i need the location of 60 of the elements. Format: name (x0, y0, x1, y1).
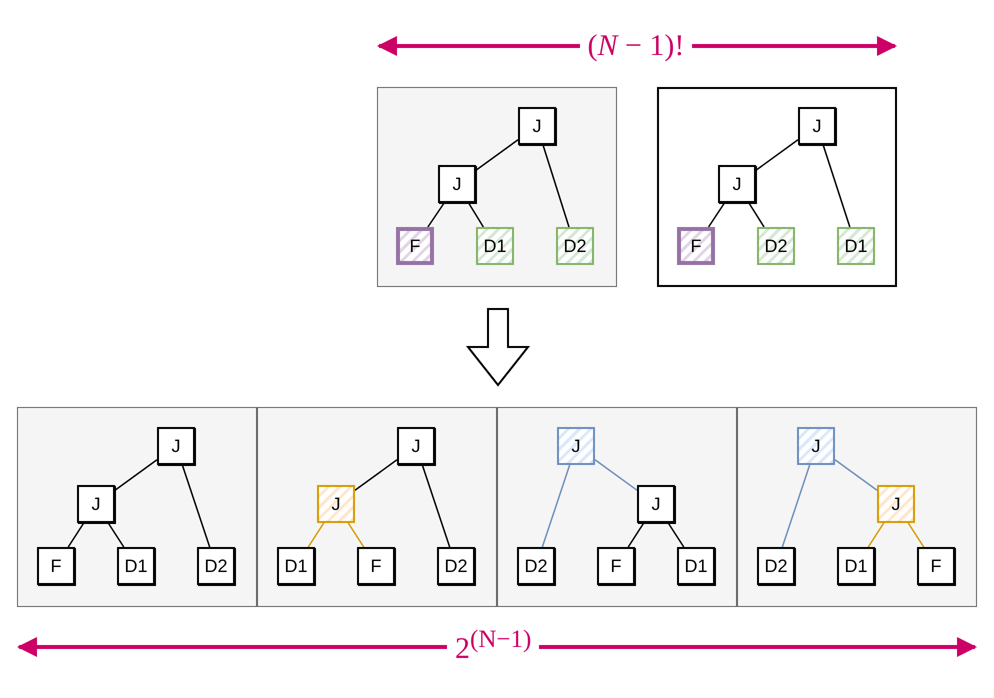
tree-edge (348, 522, 364, 548)
tree-node: J (557, 427, 595, 465)
tree-edge (868, 522, 884, 548)
tree-node: D2 (556, 227, 594, 265)
tree-node: J (518, 107, 556, 145)
tree-node: J (637, 485, 675, 523)
tree-edge (476, 139, 518, 171)
tree-node: D2 (757, 227, 795, 265)
tree-edge (908, 522, 924, 548)
tree-edge (108, 522, 124, 548)
tree-node: D2 (757, 547, 795, 585)
tree-node: J (438, 165, 476, 203)
dimension-label: (N − 1)! (580, 31, 692, 61)
tree-node: D1 (677, 547, 715, 585)
tree-node: D1 (837, 547, 875, 585)
tree-panel (257, 407, 497, 607)
tree-panel (497, 407, 737, 607)
tree-edge (668, 522, 684, 548)
tree-edge (708, 202, 726, 228)
tree-node: F (357, 547, 395, 585)
tree-node: J (798, 107, 836, 145)
tree-edge (756, 139, 798, 171)
tree-node: J (718, 165, 756, 203)
tree-panel (377, 87, 617, 287)
tree-node: J (397, 427, 435, 465)
tree-node: J (317, 485, 355, 523)
tree-edge (748, 202, 765, 228)
tree-edge (594, 459, 638, 491)
tree-edge (782, 464, 810, 548)
tree-node: J (77, 485, 115, 523)
tree-edge (114, 459, 158, 491)
tree-node: F (917, 547, 955, 585)
tree-node: F (396, 227, 434, 265)
tree-node: F (597, 547, 635, 585)
tree-node: D1 (476, 227, 514, 265)
tree-edge (308, 522, 324, 548)
tree-node: J (877, 485, 915, 523)
tree-edge (427, 202, 445, 228)
tree-edge (468, 202, 484, 228)
tree-node: J (157, 427, 195, 465)
block-arrow (466, 308, 530, 387)
tree-panel (657, 87, 897, 287)
tree-node: D2 (197, 547, 235, 585)
tree-edge (542, 144, 570, 228)
tree-edge (628, 522, 644, 548)
tree-node: J (797, 427, 835, 465)
tree-node: D2 (437, 547, 475, 585)
tree-node: D2 (517, 547, 555, 585)
tree-edge (422, 464, 450, 548)
tree-node: D1 (117, 547, 155, 585)
tree-edge (822, 144, 851, 228)
tree-node: D1 (837, 227, 875, 265)
tree-node: D1 (277, 547, 315, 585)
tree-edge (68, 522, 84, 548)
tree-node: F (677, 227, 715, 265)
tree-edge (354, 459, 398, 491)
tree-edge (834, 459, 878, 491)
tree-edge (542, 464, 570, 548)
tree-edge (182, 464, 210, 548)
tree-node: F (37, 547, 75, 585)
